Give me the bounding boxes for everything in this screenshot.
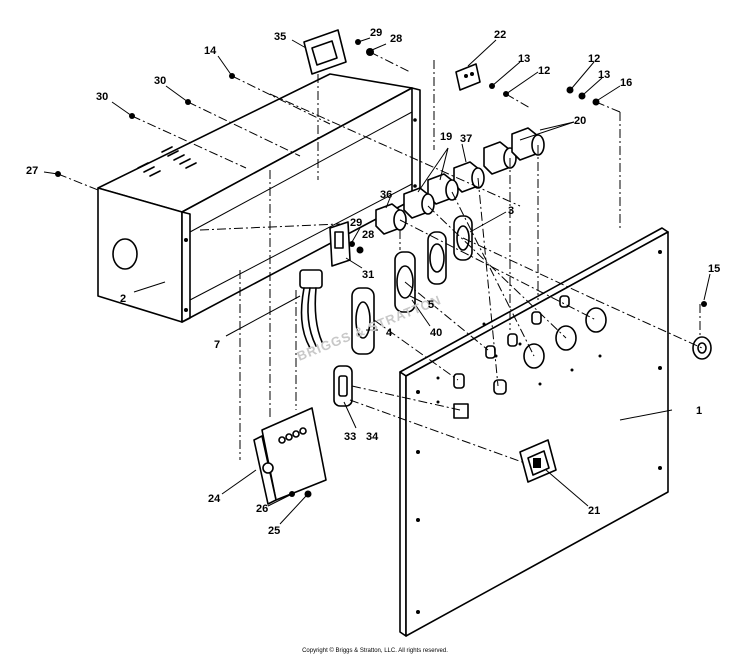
callout-31: 31 <box>362 269 374 281</box>
callout-27: 27 <box>26 165 38 177</box>
callout-3: 3 <box>508 205 514 217</box>
callout-29a: 29 <box>370 27 382 39</box>
rectifier <box>253 407 327 505</box>
callout-12a: 12 <box>538 65 550 77</box>
callout-34: 34 <box>366 431 379 443</box>
callout-4: 4 <box>386 327 393 339</box>
callout-30a: 30 <box>96 91 108 103</box>
terminal-22 <box>455 63 481 91</box>
callout-25: 25 <box>268 525 280 537</box>
receptacle-4 <box>351 287 375 355</box>
vent-slots <box>137 146 197 177</box>
callout-14: 14 <box>204 45 217 57</box>
callout-28b: 28 <box>362 229 374 241</box>
callout-36: 36 <box>380 189 392 201</box>
callout-28a: 28 <box>390 33 402 45</box>
callout-1: 1 <box>696 405 702 417</box>
callout-5: 5 <box>428 299 434 311</box>
control-box-housing <box>97 73 421 323</box>
callout-19: 19 <box>440 131 452 143</box>
callout-40: 40 <box>430 327 442 339</box>
callout-21: 21 <box>588 505 600 517</box>
callout-26: 26 <box>256 503 268 515</box>
callout-37: 37 <box>460 133 472 145</box>
wire-harness <box>299 269 323 349</box>
receptacle-3b <box>427 231 447 285</box>
callout-15: 15 <box>708 263 720 275</box>
callouts: 1 2 3 4 5 7 12 12 13 13 14 15 16 19 20 2… <box>26 27 720 537</box>
explosion-lines <box>57 51 703 463</box>
leader-lines <box>43 37 711 525</box>
connector-19a <box>427 173 459 205</box>
callout-24: 24 <box>208 493 221 505</box>
bracket-31 <box>329 221 351 267</box>
callout-12b: 12 <box>588 53 600 65</box>
callout-22: 22 <box>494 29 506 41</box>
receptacle-33 <box>333 365 353 407</box>
callout-30b: 30 <box>154 75 166 87</box>
front-panel <box>399 227 669 637</box>
callout-2: 2 <box>120 293 126 305</box>
callout-33: 33 <box>344 431 356 443</box>
callout-7: 7 <box>214 339 220 351</box>
callout-16: 16 <box>620 77 632 89</box>
callout-35: 35 <box>274 31 286 43</box>
grommet-15 <box>692 336 712 360</box>
callout-13a: 13 <box>518 53 530 65</box>
bracket-35 <box>303 29 347 75</box>
connector-36 <box>375 203 407 235</box>
callout-13b: 13 <box>598 69 610 81</box>
connector-20b <box>511 127 545 161</box>
callout-29b: 29 <box>350 217 362 229</box>
callout-20: 20 <box>574 115 586 127</box>
copyright-notice: Copyright © Briggs & Stratton, LLC. All … <box>302 648 448 654</box>
